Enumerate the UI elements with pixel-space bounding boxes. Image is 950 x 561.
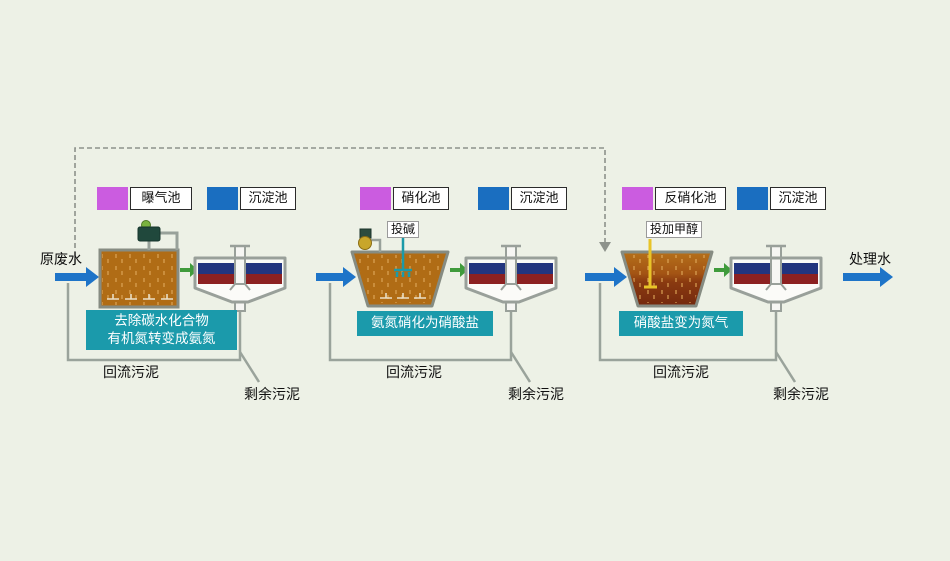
alkali-dosing-line	[394, 237, 412, 277]
excess-sludge-label-2: 剩余污泥	[508, 387, 564, 403]
legend-label-nitrification: 硝化池	[393, 187, 449, 210]
effluent-label: 处理水	[849, 252, 891, 268]
legend-swatch-sedimentation-3	[737, 187, 768, 210]
transfer-arrow-3	[714, 263, 732, 277]
legend-label-denitrification: 反硝化池	[655, 187, 726, 210]
influent-arrow	[55, 267, 99, 287]
return-sludge-line-3	[598, 283, 778, 362]
effluent-arrow	[843, 267, 893, 287]
return-sludge-label-3: 回流污泥	[653, 365, 709, 381]
nitrification-diffusers	[380, 293, 426, 299]
methanol-dosing-line	[644, 239, 657, 289]
aeration-tank	[98, 248, 180, 309]
excess-sludge-label-3: 剩余污泥	[773, 387, 829, 403]
legend-swatch-sedimentation-2	[478, 187, 509, 210]
alkali-pump-icon	[358, 228, 382, 252]
return-sludge-label-1: 回流污泥	[103, 365, 159, 381]
legend-label-aeration: 曝气池	[130, 187, 192, 210]
return-sludge-line-2	[328, 283, 513, 362]
flow-arrow-stage2	[316, 267, 356, 287]
legend-swatch-denitrification	[622, 187, 653, 210]
process-note-stage2: 氨氮硝化为硝酸盐	[357, 311, 493, 336]
aeration-diffusers	[107, 294, 173, 300]
legend-label-sedimentation-2: 沉淀池	[511, 187, 567, 210]
return-sludge-label-2: 回流污泥	[386, 365, 442, 381]
clarifier-2	[464, 244, 558, 313]
excess-sludge-line-3	[774, 351, 797, 383]
clarifier-1	[193, 244, 287, 313]
aerator-motor-icon	[137, 220, 179, 250]
excess-sludge-label-1: 剩余污泥	[244, 387, 300, 403]
bypass-dashed-line	[74, 147, 611, 264]
process-note-stage3: 硝酸盐变为氮气	[619, 311, 743, 336]
flow-arrow-stage3	[585, 267, 627, 287]
denitrification-tank	[620, 239, 714, 308]
nitrification-tank	[350, 237, 450, 308]
process-note-stage1-line2: 有机氮转变成氨氮	[107, 331, 216, 347]
excess-sludge-line-1	[238, 351, 261, 383]
legend-label-sedimentation-1: 沉淀池	[240, 187, 296, 210]
alkali-dosing-label: 投碱	[387, 221, 420, 238]
legend-swatch-sedimentation-1	[207, 187, 238, 210]
legend-swatch-aeration	[97, 187, 128, 210]
transfer-arrow-2	[450, 263, 468, 277]
influent-label: 原废水	[40, 252, 82, 268]
methanol-dosing-label: 投加甲醇	[646, 221, 703, 238]
bypass-arrowhead	[599, 242, 611, 252]
legend-swatch-nitrification	[360, 187, 391, 210]
process-note-stage1: 去除碳水化合物 有机氮转变成氨氮	[86, 310, 237, 350]
legend-label-sedimentation-3: 沉淀池	[770, 187, 826, 210]
return-sludge-line-1	[66, 283, 242, 362]
clarifier-3	[729, 244, 823, 313]
excess-sludge-line-2	[509, 351, 532, 383]
process-note-stage1-line1: 去除碳水化合物	[114, 313, 209, 329]
